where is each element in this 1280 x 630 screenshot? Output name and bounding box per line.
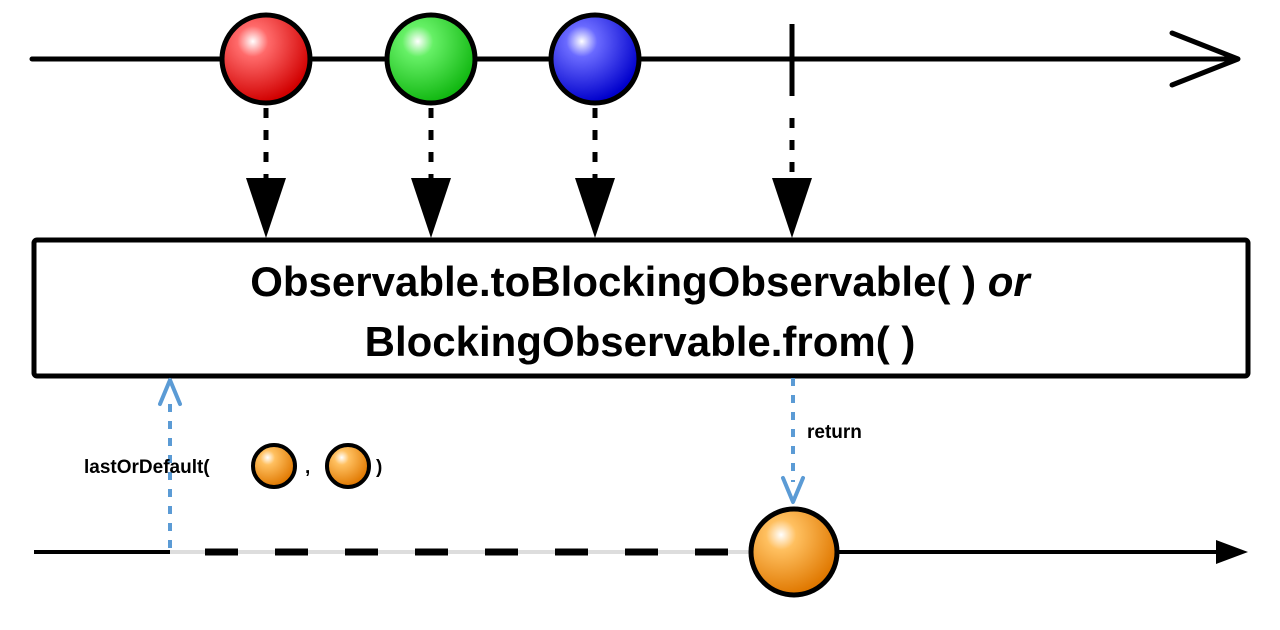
return-arrow — [781, 378, 805, 504]
source-item-green — [384, 12, 478, 106]
operator-line-1: Observable.toBlockingObservable( ) or — [250, 258, 1032, 305]
default-value-marble — [251, 443, 297, 489]
emission-arrows — [246, 108, 812, 238]
result-item-orange — [748, 506, 840, 598]
source-item-blue — [548, 12, 642, 106]
call-close: ) — [376, 457, 382, 478]
operator-line-2: BlockingObservable.from( ) — [365, 318, 916, 365]
operator-box — [31, 237, 1251, 379]
return-label: return — [807, 422, 862, 443]
source-item-red — [219, 12, 313, 106]
result-timeline — [34, 540, 1248, 564]
call-separator: , — [305, 457, 310, 478]
predicate-marble — [325, 443, 371, 489]
call-label: lastOrDefault( — [84, 457, 210, 478]
call-arrow — [158, 378, 182, 548]
